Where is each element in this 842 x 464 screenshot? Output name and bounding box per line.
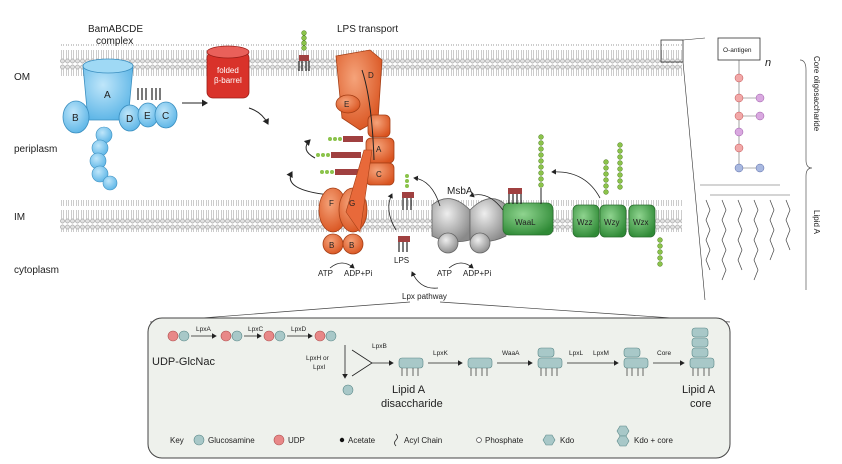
lpx-pathway-panel — [147, 317, 731, 459]
atp-right: ATP — [437, 269, 452, 278]
wzz-label: Wzz — [577, 218, 593, 227]
region-im: IM — [14, 212, 25, 223]
enzyme-lpxk: LpxK — [433, 350, 448, 357]
key-acetate: Acetate — [348, 436, 376, 445]
barrel-curve-arrow — [248, 107, 269, 125]
zoom-box — [660, 39, 684, 63]
core-oligosaccharide-label: Core oligosaccharide — [812, 56, 821, 132]
bam-e-label: E — [144, 111, 151, 122]
udp-glcnac-label: UDP-GlcNac — [152, 356, 215, 368]
lpt-g-label: G — [349, 199, 355, 208]
lipid-a-disaccharide-1: Lipid A — [392, 384, 426, 396]
lps-in-outer-membrane — [298, 30, 310, 71]
lpt-b1-label: B — [329, 241, 334, 250]
lps-label: LPS — [394, 256, 409, 265]
lipid-a-disaccharide-2: disaccharide — [381, 398, 443, 410]
enzyme-lpxm: LpxM — [593, 350, 609, 357]
region-om: OM — [14, 72, 30, 83]
enzyme-lpxl: LpxL — [569, 350, 583, 357]
lipid-a-core-1: Lipid A — [682, 384, 716, 396]
atp-left: ATP — [318, 269, 333, 278]
pathway-molecules — [167, 327, 715, 396]
lpx-to-lps-arrow — [411, 271, 439, 289]
key-legend — [193, 425, 630, 447]
msba-transporter — [431, 198, 507, 254]
lpt-d-label: D — [368, 71, 374, 80]
bam-complex-label-1: BamABCDE — [88, 24, 143, 35]
bam-b-label: B — [72, 113, 79, 124]
adp-right: ADP+Pi — [463, 269, 491, 278]
lpt-curve-arrow-2 — [286, 171, 331, 196]
lps-transport-label: LPS transport — [337, 24, 398, 35]
lps-inner-membrane — [398, 174, 414, 252]
lpt-f-label: F — [329, 199, 334, 208]
key-udp: UDP — [288, 436, 305, 445]
bam-a-label: A — [104, 90, 111, 101]
key-title: Key — [170, 436, 184, 445]
bam-d-label: D — [126, 114, 133, 125]
key-acyl-chain: Acyl Chain — [404, 436, 442, 445]
lpt-de-complex — [335, 49, 395, 186]
lpx-pathway-label: Lpx pathway — [402, 292, 447, 301]
atp-arrow-left — [329, 262, 355, 269]
bam-complex — [62, 58, 178, 191]
enzyme-lpxb: LpxB — [372, 343, 387, 350]
adp-left: ADP+Pi — [344, 269, 372, 278]
lipid-a-core-2: core — [690, 398, 711, 410]
lpt-e-label: E — [344, 100, 349, 109]
lps-periplasmic-intermediates — [316, 136, 365, 175]
key-kdo: Kdo — [560, 436, 575, 445]
enzyme-waaa: WaaA — [502, 350, 520, 357]
pathway-arrows — [191, 333, 685, 379]
waal-to-msba-arrow — [469, 192, 504, 211]
region-periplasm: periplasm — [14, 144, 57, 155]
bam-complex-label-2: complex — [96, 36, 133, 47]
region-cytoplasm: cytoplasm — [14, 265, 59, 276]
o-antigen-chain-waal — [538, 134, 544, 204]
msba-label: MsbA — [447, 186, 473, 197]
key-glucosamine: Glucosamine — [208, 436, 255, 445]
key-kdo-core: Kdo + core — [634, 436, 673, 445]
lps-structure-inset — [700, 37, 813, 290]
lps-flip-arrow — [387, 193, 397, 231]
lpt-a-label: A — [376, 145, 382, 154]
wzx-protein — [628, 204, 656, 238]
folded-beta-barrel — [206, 45, 250, 99]
enzyme-core: Core — [657, 350, 671, 357]
inset-n-label: n — [765, 57, 771, 69]
wzx-label: Wzx — [633, 218, 649, 227]
folded-label-1: folded — [217, 66, 239, 75]
o-antigen-chains-wz — [603, 142, 663, 267]
lpt-c-label: C — [376, 170, 382, 179]
o-antigen-label: O-antigen — [723, 47, 752, 54]
wz-to-waal-arrow — [551, 168, 601, 199]
enzyme-lpxi: LpxI — [313, 364, 325, 371]
lpt-curve-arrow-1 — [303, 139, 316, 159]
bam-c-label: C — [162, 111, 169, 122]
wzy-label: Wzy — [604, 218, 620, 227]
key-phosphate: Phosphate — [485, 436, 524, 445]
lpt-fgb-complex — [318, 149, 373, 255]
enzyme-lpxh-or: LpxH or — [306, 355, 330, 362]
waal-label: WaaL — [515, 218, 536, 227]
waal-ligase — [502, 188, 554, 236]
folded-label-2: β-barrel — [214, 76, 242, 85]
lipid-a-inset-label: Lipid A — [812, 210, 821, 235]
enzyme-lpxc: LpxC — [248, 326, 263, 333]
wzz-protein — [572, 204, 600, 238]
lpt-b2-label: B — [349, 241, 354, 250]
enzyme-lpxa: LpxA — [196, 326, 211, 333]
wzy-protein — [599, 204, 627, 238]
msba-to-lpt-arrow — [413, 175, 441, 207]
enzyme-lpxd: LpxD — [291, 326, 306, 333]
atp-arrow-right — [448, 262, 474, 269]
